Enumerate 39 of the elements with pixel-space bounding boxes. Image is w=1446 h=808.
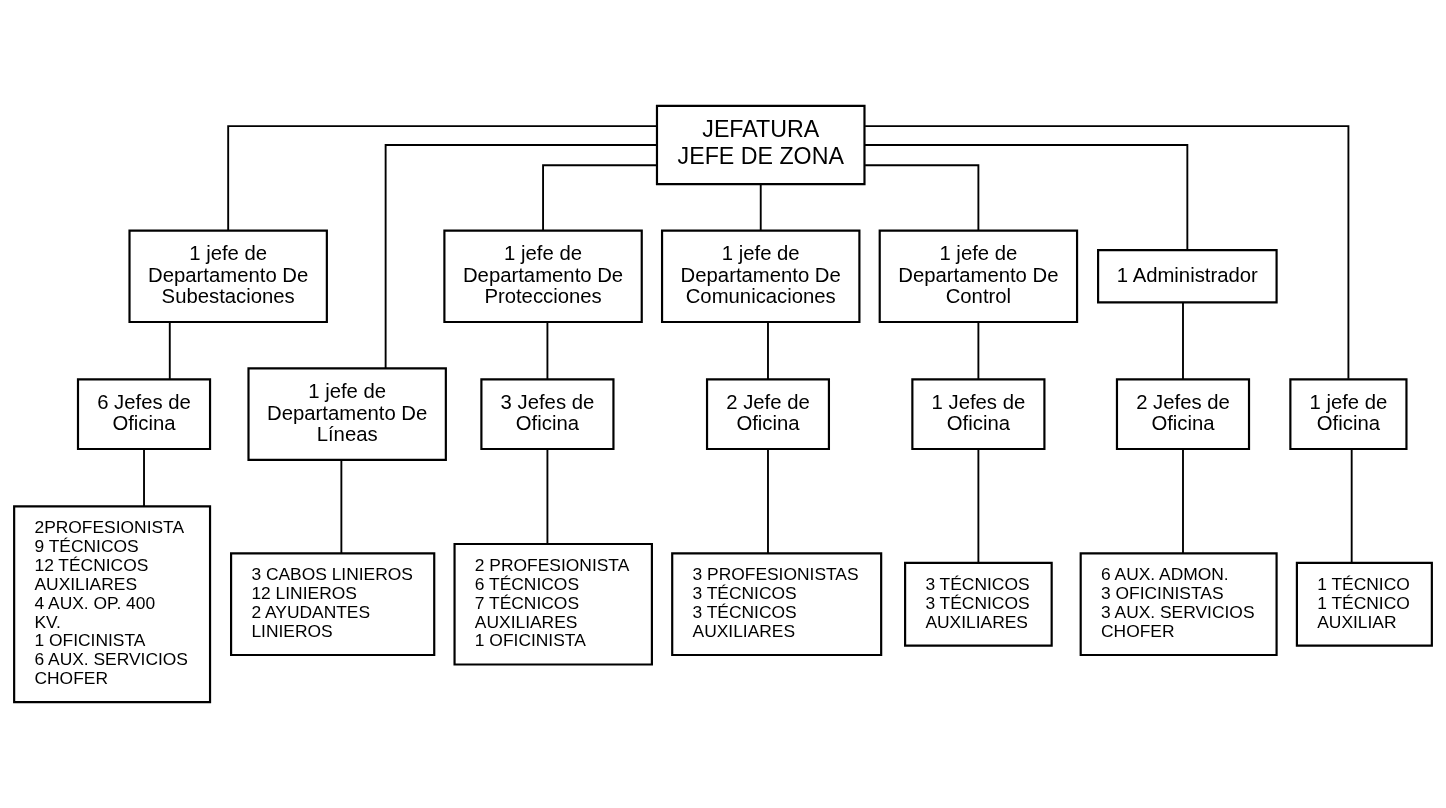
- node-box: 1 jefe de Departamento De Líneas: [247, 367, 447, 461]
- connector: [863, 144, 1189, 251]
- node-box: 1 jefe de Oficina: [1289, 378, 1408, 451]
- connector: [864, 125, 1350, 380]
- node-box: 3 Jefes de Oficina: [480, 378, 615, 451]
- connector: [542, 164, 658, 232]
- node-box: 1 jefe de Departamento De Subestaciones: [128, 229, 328, 324]
- connector: [227, 125, 658, 232]
- connector: [546, 448, 549, 545]
- node-box: 1 jefe de Departamento De Control: [878, 229, 1079, 324]
- node-box: 3 PROFESIONISTAS 3 TÉCNICOS 3 TÉCNICOS AUXILIARES: [671, 552, 883, 657]
- connector: [977, 448, 980, 564]
- node-box: 3 CABOS LINIEROS 12 LINIEROS 2 AYUDANTES LINIEROS: [230, 552, 436, 657]
- connector: [1350, 448, 1353, 564]
- connector: [143, 448, 145, 508]
- node-box: 2 Jefes de Oficina: [1115, 378, 1251, 451]
- connector: [340, 459, 343, 555]
- node-box: 1 Administrador: [1097, 249, 1278, 304]
- node-box: 1 Jefes de Oficina: [911, 378, 1046, 451]
- connector: [759, 183, 762, 232]
- node-box: 2PROFESIONISTA 9 TÉCNICOS 12 TÉCNICOS AUXILIARES 4 AUX. OP. 400 KV. 1 OFICINISTA 6 AUX. SERVICIOS CHOFER: [13, 505, 212, 704]
- node-box: 1 jefe de Departamento De Protecciones: [443, 229, 643, 324]
- node-box: 1 jefe de Departamento De Comunicaciones: [660, 229, 861, 324]
- node-box: 2 PROFESIONISTA 6 TÉCNICOS 7 TÉCNICOS AUXILIARES 1 OFICINISTA: [453, 542, 653, 666]
- connector: [1182, 301, 1184, 381]
- connector: [384, 144, 658, 369]
- node-box: 1 TÉCNICO 1 TÉCNICO AUXILIAR: [1295, 561, 1433, 647]
- connector: [767, 321, 769, 380]
- connector: [977, 321, 980, 380]
- connector: [546, 321, 549, 380]
- connector: [168, 321, 171, 380]
- connector: [1182, 448, 1184, 555]
- node-box: 6 AUX. ADMON. 3 OFICINISTAS 3 AUX. SERVICIOS CHOFER: [1079, 552, 1278, 657]
- connector: [864, 164, 980, 232]
- connector: [767, 448, 769, 555]
- node-box: 6 Jefes de Oficina: [76, 378, 212, 451]
- node-box: 2 Jefe de Oficina: [705, 378, 830, 451]
- node-box: 3 TÉCNICOS 3 TÉCNICOS AUXILIARES: [904, 561, 1053, 647]
- node-box: JEFATURA JEFE DE ZONA: [655, 104, 866, 186]
